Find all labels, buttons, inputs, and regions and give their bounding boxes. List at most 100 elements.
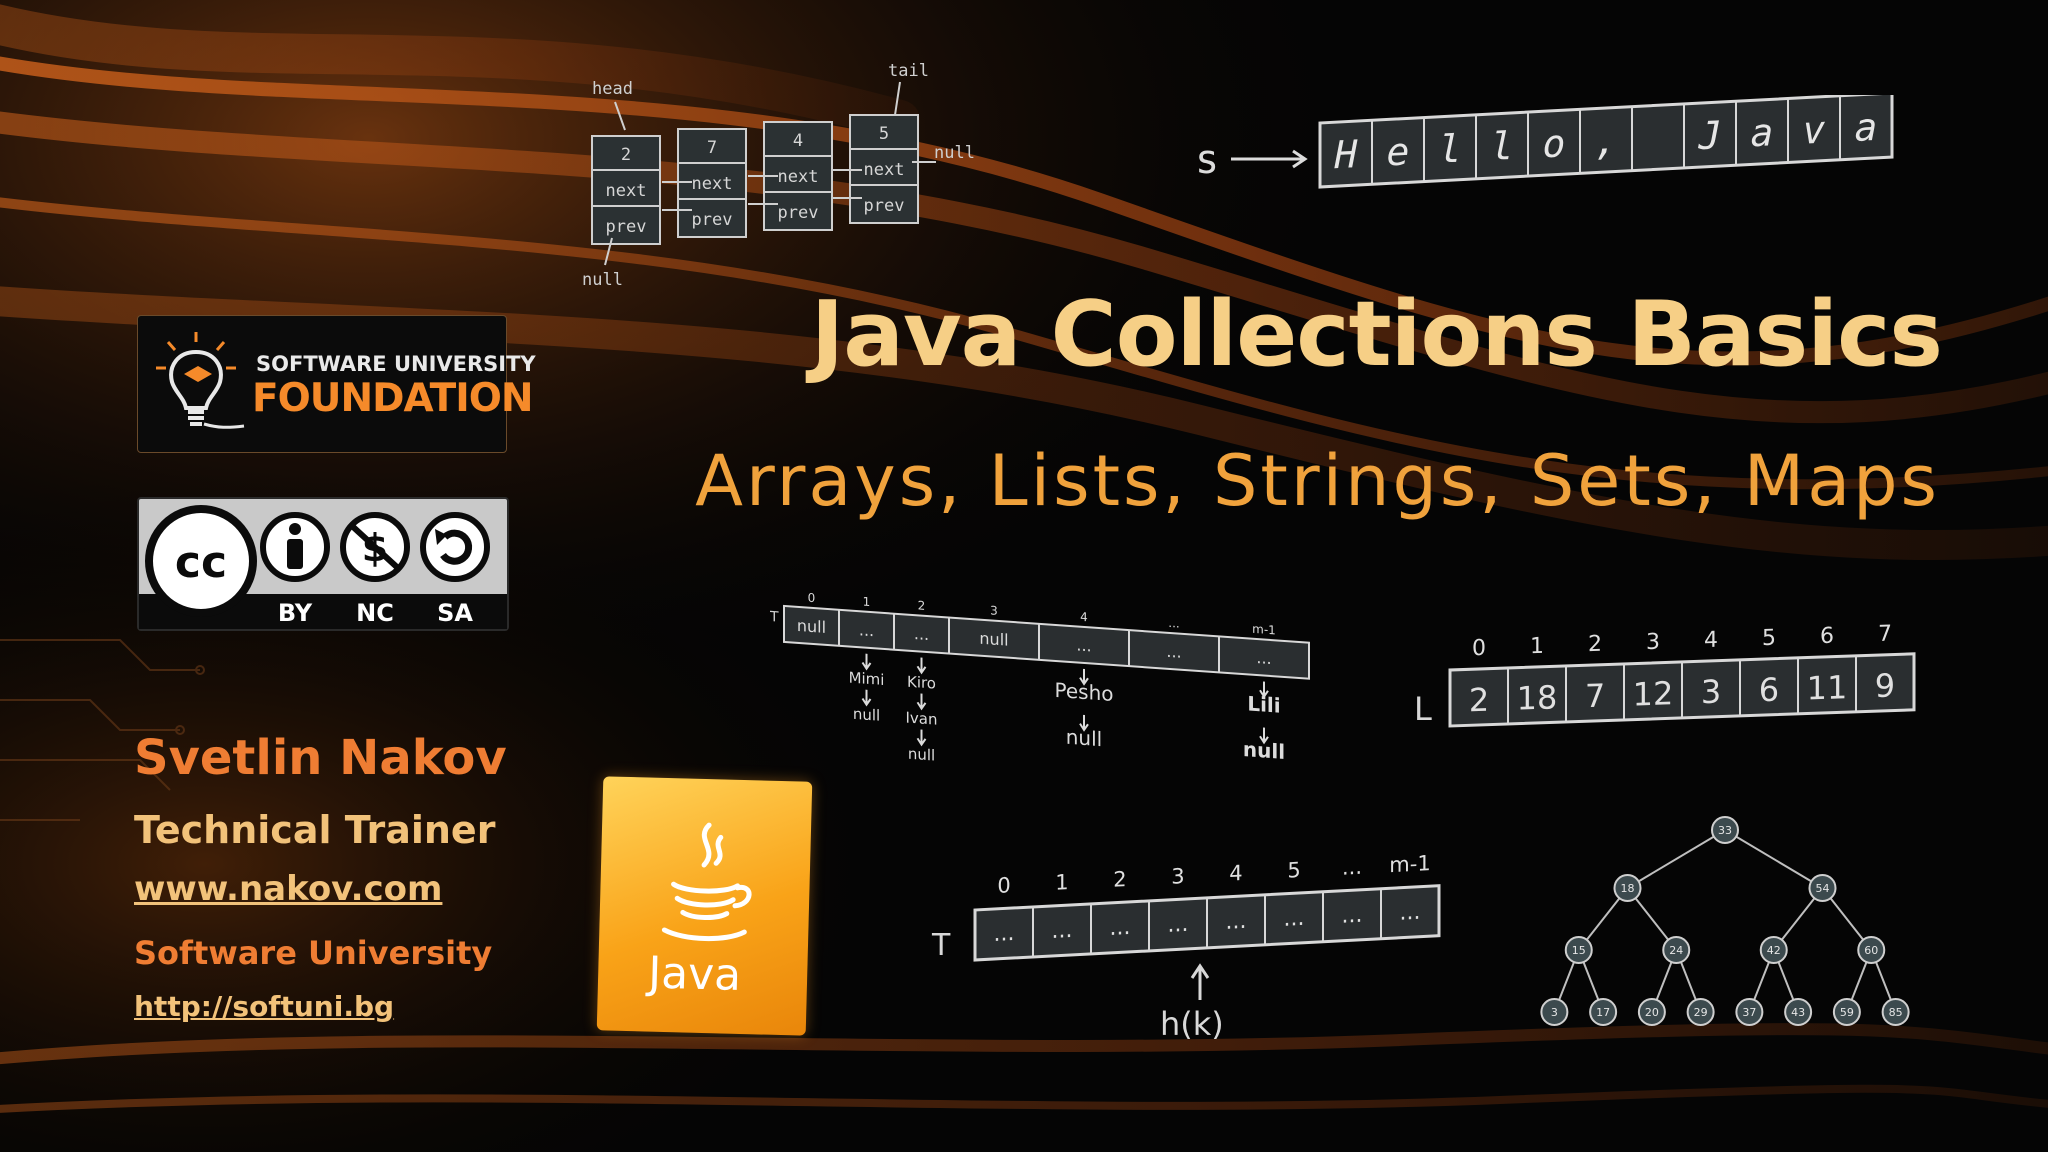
tree-node: 15	[1564, 936, 1593, 964]
hash-table-cell: ...	[1168, 912, 1189, 938]
chain-item: null	[853, 705, 880, 725]
hash-table-index: 1	[1055, 869, 1068, 895]
list-index: 3	[1646, 630, 1660, 655]
string-char: a	[1855, 105, 1878, 150]
svg-text:42: 42	[1767, 944, 1781, 957]
node-value: 2	[621, 145, 631, 165]
list-index: 6	[1820, 624, 1834, 649]
svg-text:3: 3	[1551, 1006, 1558, 1019]
list-value: 2	[1469, 681, 1489, 720]
chain-item: Mimi	[849, 669, 885, 689]
hash-table-index: m-1	[1389, 850, 1430, 877]
node-prev: prev	[864, 196, 905, 216]
svg-text:24: 24	[1669, 944, 1683, 957]
svg-text:18: 18	[1621, 882, 1635, 895]
string-var: s	[1195, 137, 1219, 183]
cc-sa-label: SA	[437, 599, 473, 627]
organization-link[interactable]: http://softuni.bg	[134, 990, 395, 1023]
hash-chain-cell: null	[797, 616, 826, 637]
hash-chain-index: ...	[1168, 616, 1179, 631]
cc-icon: cc	[145, 505, 257, 617]
list-value: 6	[1759, 671, 1779, 710]
list-value: 9	[1875, 666, 1895, 705]
svg-text:20: 20	[1645, 1006, 1659, 1019]
list-value: 18	[1517, 678, 1558, 717]
node-next: next	[778, 167, 819, 187]
hash-chain-cell: ...	[1256, 648, 1271, 668]
list-index: 7	[1878, 622, 1892, 647]
tree-node: 42	[1759, 936, 1788, 964]
svg-text:17: 17	[1596, 1006, 1610, 1019]
chain-item: Ivan	[906, 708, 938, 728]
string-char: l	[1439, 127, 1462, 172]
hash-chain-index: 2	[918, 598, 926, 613]
list-index: 1	[1530, 634, 1544, 659]
svg-text:29: 29	[1694, 1006, 1708, 1019]
tree-node: 3	[1540, 998, 1569, 1026]
hash-chain-cell: ...	[1076, 635, 1091, 655]
hash-table-index: 0	[997, 872, 1010, 898]
node-next: next	[864, 160, 905, 180]
chain-item: Lili	[1247, 691, 1280, 717]
svg-text:43: 43	[1791, 1006, 1805, 1019]
tree-node: 24	[1662, 936, 1691, 964]
slide-title: Java Collections Basics	[810, 282, 1943, 387]
tree-node: 37	[1735, 998, 1764, 1026]
string-char: H	[1334, 132, 1359, 177]
list-value: 12	[1633, 674, 1674, 713]
svg-text:59: 59	[1840, 1006, 1854, 1019]
author-website-link[interactable]: www.nakov.com	[134, 869, 443, 909]
cc-by-label: BY	[278, 599, 313, 627]
hash-chain-cell: ...	[914, 624, 929, 644]
author-role: Technical Trainer	[134, 808, 496, 852]
hash-table-cell: ...	[1342, 903, 1363, 929]
list-var: L	[1414, 690, 1432, 728]
string-char: J	[1698, 113, 1722, 158]
tree-node: 54	[1808, 874, 1837, 902]
hash-chain-var: T	[770, 609, 779, 626]
node-value: 7	[707, 138, 717, 158]
list-index: 4	[1704, 628, 1718, 653]
string-char: v	[1803, 108, 1826, 153]
list-value: 11	[1807, 668, 1848, 707]
chain-item: null	[1243, 737, 1285, 764]
string-char: l	[1491, 124, 1514, 169]
attribution-icon	[260, 512, 330, 582]
svg-text:85: 85	[1889, 1006, 1903, 1019]
chain-item: Pesho	[1055, 678, 1114, 706]
linked-list-diagram: head tail null null 2nextprev7nextprev4n…	[582, 61, 975, 290]
softuni-logo-line2: FOUNDATION	[252, 376, 534, 421]
tree-node: 33	[1711, 816, 1739, 844]
hash-chain-index: 3	[990, 603, 998, 618]
lightbulb-icon	[156, 332, 245, 429]
hash-table-cell: ...	[1110, 915, 1131, 941]
tail-label: tail	[888, 61, 929, 81]
softuni-logo-line1: SOFTWARE UNIVERSITY	[256, 352, 536, 376]
cc-label: cc	[175, 537, 227, 588]
hash-chain-index: 1	[863, 594, 871, 609]
chain-item: null	[1066, 725, 1102, 752]
chain-item: Kiro	[907, 673, 936, 693]
hash-table-index: 2	[1113, 866, 1126, 892]
hash-table-index: 4	[1229, 860, 1242, 886]
cc-nc-label: NC	[356, 599, 394, 627]
hash-table-cell: ...	[1226, 909, 1247, 935]
svg-text:54: 54	[1816, 882, 1830, 895]
list-index: 5	[1762, 626, 1776, 651]
hash-function-label: h(k)	[1160, 1005, 1224, 1043]
softuni-foundation-logo: SOFTWARE UNIVERSITY FOUNDATION	[137, 315, 536, 453]
creative-commons-badge: cc $ BY NC SA	[137, 497, 509, 631]
tree-node: 59	[1832, 998, 1861, 1026]
tree-node: 43	[1784, 998, 1813, 1026]
svg-text:15: 15	[1572, 944, 1586, 957]
svg-text:33: 33	[1718, 824, 1732, 837]
tree-node: 20	[1637, 998, 1666, 1026]
list-value: 7	[1585, 677, 1605, 716]
hash-chain-index: 0	[808, 591, 816, 606]
hash-table-cell: ...	[994, 921, 1015, 947]
hash-table-cell: ...	[1052, 918, 1073, 944]
list-index: 0	[1472, 636, 1486, 661]
